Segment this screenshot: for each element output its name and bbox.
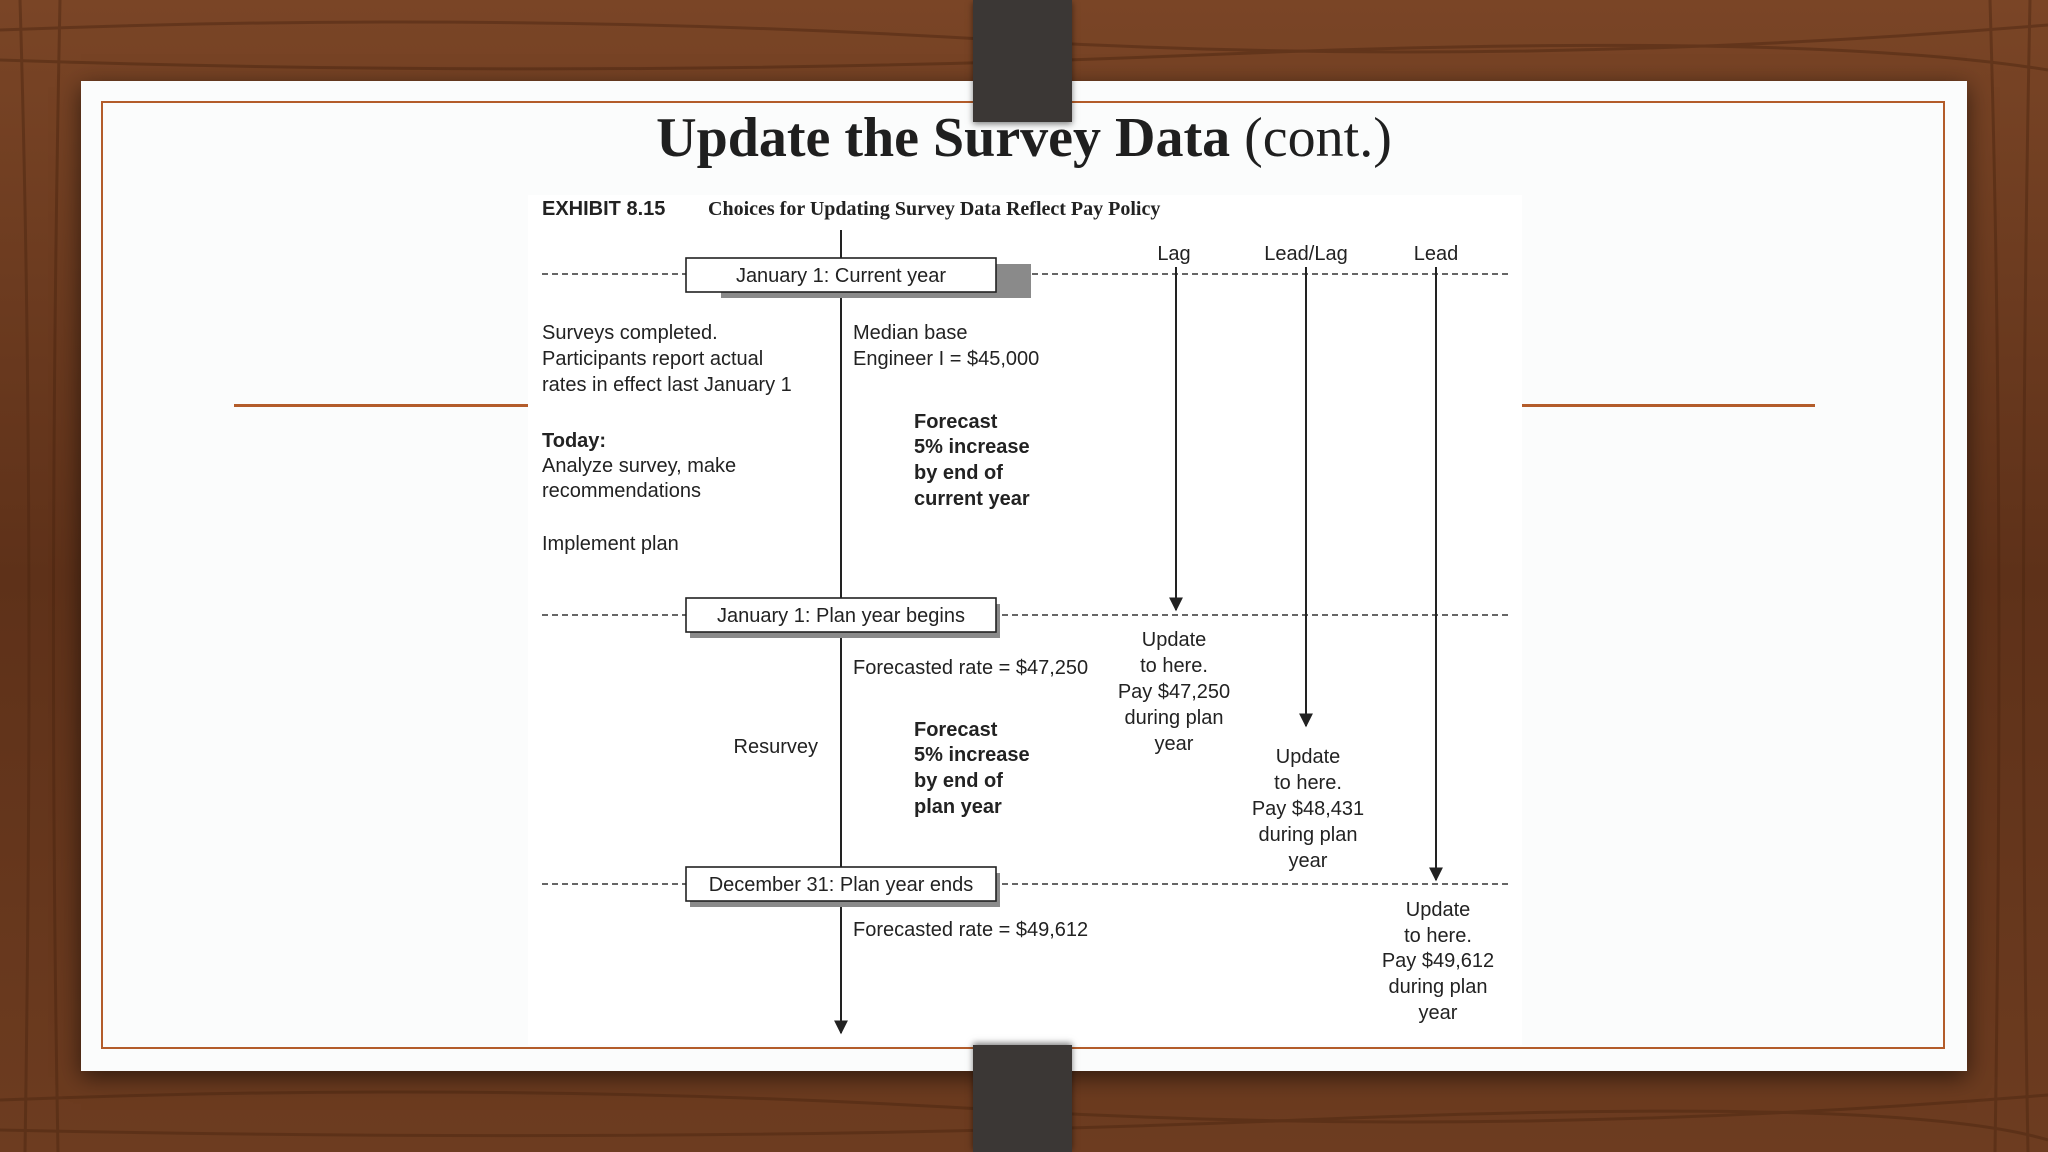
exhibit-caption: Choices for Updating Survey Data Reflect… [708,198,1160,220]
lead-update-line-4: during plan [1389,976,1488,998]
today-line-2: recommendations [542,480,701,502]
lead-update-line-1: Update [1406,899,1471,921]
milestone-plan-ends [685,866,997,902]
lag-update-line-3: Pay $47,250 [1118,681,1230,703]
forecast1-line-2: 5% increase [914,436,1030,458]
binder-strap-bottom [973,1045,1072,1152]
forecasted-rate-1: Forecasted rate = $47,250 [853,657,1088,679]
milestone-current-year [685,257,997,293]
leadlag-update-line-2: to here. [1274,772,1342,794]
lead-update-line-5: year [1419,1002,1458,1024]
today-line-1: Analyze survey, make [542,455,736,477]
surveys-line-3: rates in effect last January 1 [542,374,792,396]
slide-title: Update the Survey Data (cont.) [400,98,1648,178]
title-bold: Update the Survey Data [656,107,1231,169]
forecast1-line-3: by end of [914,462,1003,484]
implement-plan: Implement plan [542,533,679,555]
title-suffix: (cont.) [1230,107,1392,169]
resurvey: Resurvey [734,736,818,758]
col-lag: Lag [1157,243,1190,265]
surveys-line-2: Participants report actual [542,348,763,370]
lag-update-line-4: during plan [1125,707,1224,729]
timeline-diagram: EXHIBIT 8.15 Choices for Updating Survey… [542,198,1508,1035]
leadlag-update-line-1: Update [1276,746,1341,768]
milestone-plan-begins-label: January 1: Plan year begins [717,605,965,627]
forecast1-line-4: current year [914,488,1030,510]
forecast2-line-3: by end of [914,770,1003,792]
milestone-plan-ends-label: December 31: Plan year ends [709,874,974,896]
lag-update-line-5: year [1155,733,1194,755]
forecast2-line-4: plan year [914,796,1002,818]
lag-update-line-1: Update [1142,629,1207,651]
left-accent-line [234,404,528,407]
median-line-1: Median base [853,322,968,344]
exhibit-label: EXHIBIT 8.15 [542,198,665,220]
forecast1-line-1: Forecast [914,411,998,433]
forecast2-line-2: 5% increase [914,744,1030,766]
lead-update-line-2: to here. [1404,925,1472,947]
col-leadlag: Lead/Lag [1264,243,1347,265]
col-lead: Lead [1414,243,1459,265]
exhibit-figure: EXHIBIT 8.15 Choices for Updating Survey… [528,195,1522,1045]
leadlag-update-line-3: Pay $48,431 [1252,798,1364,820]
leadlag-update-line-5: year [1289,850,1328,872]
surveys-line-1: Surveys completed. [542,322,718,344]
lead-update-line-3: Pay $49,612 [1382,950,1494,972]
lag-update-line-2: to here. [1140,655,1208,677]
today-heading: Today: [542,430,606,452]
milestone-plan-begins [685,597,997,633]
leadlag-update-line-4: during plan [1259,824,1358,846]
forecasted-rate-2: Forecasted rate = $49,612 [853,919,1088,941]
forecast2-line-1: Forecast [914,719,998,741]
milestone-current-year-label: January 1: Current year [736,265,946,287]
right-accent-line [1520,404,1815,407]
binder-strap-top [973,0,1072,122]
median-line-2: Engineer I = $45,000 [853,348,1039,370]
